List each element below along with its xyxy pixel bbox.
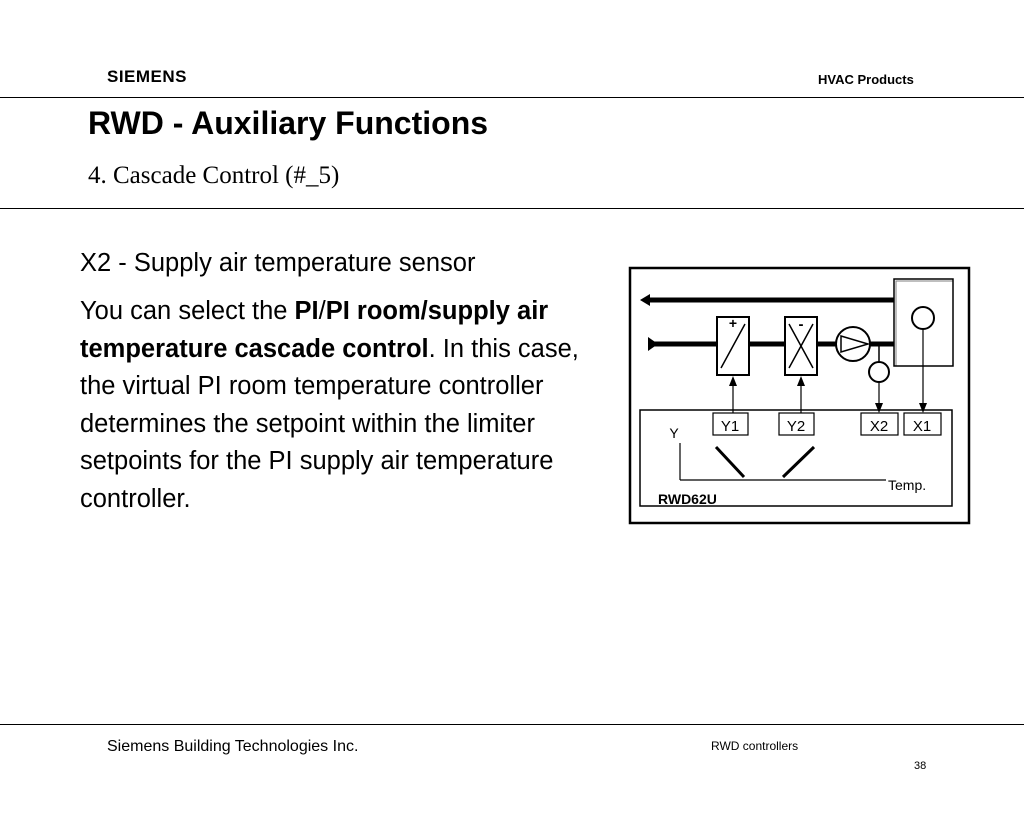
cooling-sign: - bbox=[799, 316, 804, 333]
return-arrow-icon bbox=[640, 294, 650, 306]
cooling-sequence-line bbox=[781, 445, 816, 479]
terminal-x1 bbox=[903, 412, 942, 436]
terminal-y2 bbox=[778, 412, 815, 436]
p2-slash: / bbox=[318, 297, 326, 325]
footer-rule bbox=[0, 724, 1024, 725]
room-sensor-icon bbox=[911, 306, 935, 330]
siemens-logo: SIEMENS bbox=[107, 67, 188, 86]
terminal-x2-label: X2 bbox=[870, 418, 888, 435]
footer-product: RWD controllers bbox=[711, 739, 799, 753]
page-number: 38 bbox=[914, 760, 927, 772]
p2-intro: You can select the bbox=[80, 297, 295, 325]
x1-arrow-icon bbox=[919, 403, 927, 413]
x2-arrow-icon bbox=[875, 403, 883, 413]
y1-arrow-icon bbox=[729, 376, 737, 386]
body-paragraph: You can select the PI/PI room/supply air… bbox=[80, 293, 590, 518]
heating-sequence-line bbox=[714, 445, 746, 479]
cascade-diagram: + - Y1 Y2 X2 X1 Y Temp. RWD62U bbox=[628, 266, 971, 525]
p2-rest: . In this case, the virtual PI room temp… bbox=[80, 334, 579, 513]
device-label: RWD62U bbox=[658, 491, 717, 507]
p2-bold-pi: PI bbox=[294, 297, 319, 325]
terminal-x2 bbox=[860, 412, 899, 436]
body-line-sensor: X2 - Supply air temperature sensor bbox=[80, 249, 476, 277]
room-box-shadow bbox=[895, 280, 954, 367]
heating-sign: + bbox=[729, 315, 737, 331]
footer-company: Siemens Building Technologies Inc. bbox=[107, 738, 359, 755]
supply-sensor-icon bbox=[868, 361, 890, 383]
y-axis-label: Y bbox=[669, 425, 679, 441]
terminal-y1 bbox=[712, 412, 749, 436]
slide-title: RWD - Auxiliary Functions bbox=[88, 105, 489, 141]
slide-subtitle: 4. Cascade Control (#_5) bbox=[88, 162, 340, 189]
fan-blade bbox=[840, 334, 871, 354]
terminal-x1-label: X1 bbox=[913, 418, 931, 435]
division-label: HVAC Products bbox=[818, 72, 914, 87]
terminal-y2-label: Y2 bbox=[787, 418, 805, 435]
supply-arrow-icon bbox=[648, 337, 658, 351]
heating-coil-diagonal bbox=[720, 323, 746, 369]
y2-arrow-icon bbox=[797, 376, 805, 386]
x-axis-label: Temp. bbox=[888, 477, 926, 493]
p2-bold-cascade: PI room/supply air temperature cascade c… bbox=[80, 297, 549, 363]
terminal-y1-label: Y1 bbox=[721, 418, 739, 435]
cooling-coil-diag-b bbox=[788, 323, 814, 369]
header-rule bbox=[0, 97, 1024, 98]
title-rule bbox=[0, 208, 1024, 209]
